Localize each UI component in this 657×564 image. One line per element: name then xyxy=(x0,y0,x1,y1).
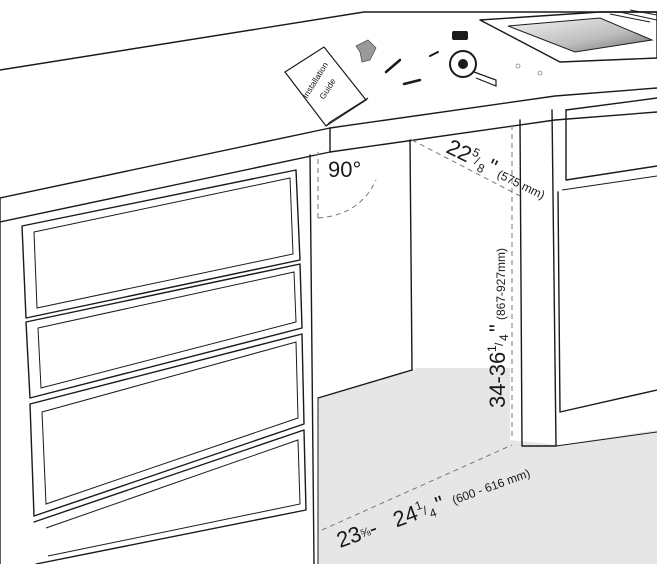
installation-guide-booklet: Installation Guide xyxy=(284,46,369,127)
width-denominator: 4 xyxy=(427,505,438,521)
width-numerator: 1 xyxy=(413,498,424,514)
measurement-guides xyxy=(317,125,521,531)
drawer-front-3 xyxy=(29,333,305,517)
battery-icon xyxy=(452,31,468,40)
height-range: 34-36 xyxy=(485,352,510,408)
screw-icon xyxy=(384,51,439,86)
right-cabinet xyxy=(519,97,657,447)
height-numerator: 1 xyxy=(485,345,499,352)
drawer-front-1 xyxy=(21,169,301,319)
drawer-front-2 xyxy=(25,263,303,399)
sink xyxy=(479,9,657,76)
depth-slash: / xyxy=(472,154,482,168)
height-denominator: 4 xyxy=(497,334,511,341)
height-metric: (867-927mm) xyxy=(494,248,508,320)
height-dimension: 34-36 1 / 4 " (867-927mm) xyxy=(485,248,511,408)
depth-dimension: 22 5 / 8 " (575 mm) xyxy=(443,134,547,202)
dishwasher-opening xyxy=(317,139,413,564)
height-inch-mark: " xyxy=(485,324,510,332)
width-slash: / xyxy=(421,503,430,518)
tape-measure-icon xyxy=(449,50,497,87)
drawer-front-4 xyxy=(33,429,307,564)
depth-whole: 22 xyxy=(443,134,476,167)
mounting-bracket-icon xyxy=(355,39,377,63)
left-cabinet xyxy=(0,154,315,564)
height-slash: / xyxy=(492,342,506,346)
angle-label: 90° xyxy=(328,157,361,182)
floor-area xyxy=(318,368,657,564)
